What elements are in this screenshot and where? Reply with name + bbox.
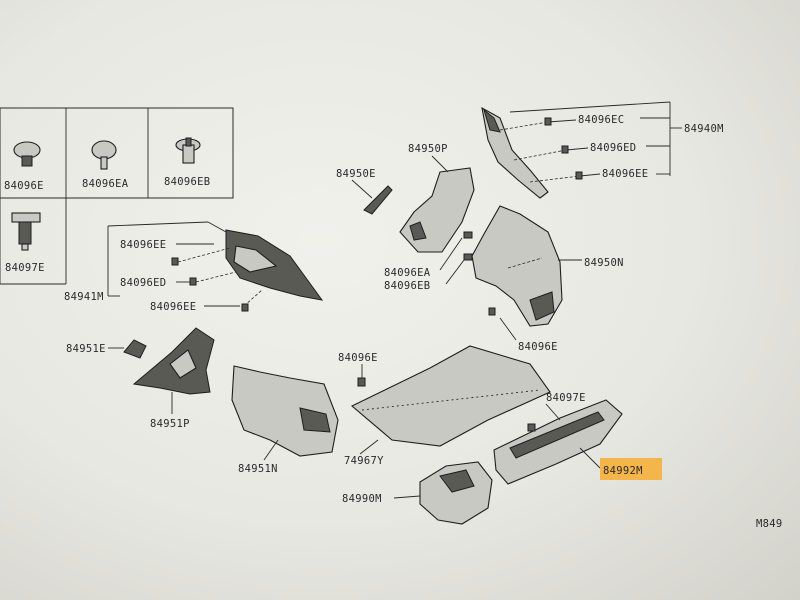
label-r-ed: 84096ED [590, 142, 636, 154]
highlight-84992m [600, 458, 662, 480]
diagram-code: M849 [756, 518, 783, 530]
label-l-main: 84941M [64, 291, 104, 303]
part-84951n [231, 365, 339, 461]
label-c2: 84096EA [82, 178, 129, 190]
clip-84096ea-icon [91, 140, 117, 170]
label-r-main: 84940M [684, 123, 724, 135]
label-l-ee2: 84096EE [150, 301, 196, 313]
label-c4: 84097E [5, 262, 45, 274]
label-p951e: 84951E [66, 343, 106, 355]
label-p951n: 84951N [238, 463, 278, 475]
label-m-ea: 84096EA [384, 267, 431, 279]
part-84951p [132, 327, 215, 414]
part-84990m [393, 461, 493, 525]
label-p992m: 84992M [603, 465, 643, 477]
part-74967y [351, 345, 551, 455]
label-p950e: 84950E [336, 168, 376, 180]
label-r-ec: 84096EC [578, 114, 624, 126]
label-p74967y: 74967Y [344, 455, 384, 467]
clip-84096e-icon [13, 141, 41, 167]
part-84992m [493, 399, 623, 485]
label-r-ee: 84096EE [602, 168, 648, 180]
label-p950n: 84950N [584, 257, 624, 269]
label-c3: 84096EB [164, 176, 210, 188]
part-84951e [108, 339, 147, 359]
label-c1: 84096E [4, 180, 44, 192]
part-84950p [399, 155, 475, 253]
label-p096e-r: 84096E [518, 341, 558, 353]
part-84950e [351, 179, 393, 215]
label-p951p: 84951P [150, 418, 190, 430]
label-m-eb: 84096EB [384, 280, 430, 292]
part-84941m [107, 221, 324, 312]
label-l-ee1: 84096EE [120, 239, 166, 251]
label-p990m: 84990M [342, 493, 382, 505]
part-84950n [439, 205, 582, 341]
label-l-ed: 84096ED [120, 277, 166, 289]
part-84940m [481, 101, 682, 199]
label-p097e: 84097E [546, 392, 586, 404]
label-p950p: 84950P [408, 143, 448, 155]
fastener-legend-table [0, 107, 234, 285]
label-p096e-m: 84096E [338, 352, 378, 364]
clip-84096eb-icon [175, 137, 201, 164]
clip-84097e-icon [11, 212, 41, 251]
